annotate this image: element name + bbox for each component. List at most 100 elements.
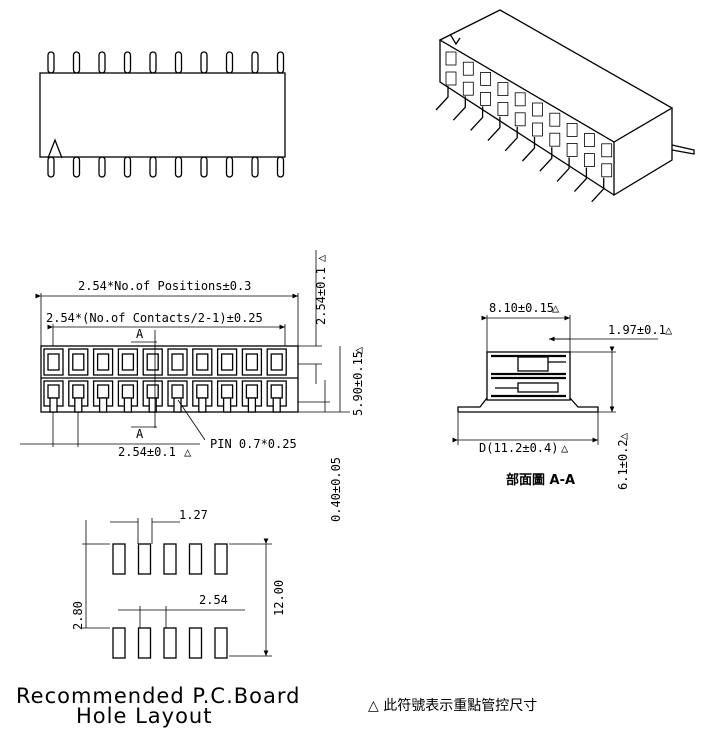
iso-lower-slot <box>497 102 509 116</box>
pcb-pad-top <box>188 543 203 575</box>
top-pin <box>123 51 132 74</box>
pcb-title-line1: Recommended P.C.Board <box>16 684 300 708</box>
pcb-pad-bottom <box>137 627 152 659</box>
lower-contact <box>245 384 259 399</box>
overall-width-label: D(11.2±0.4) <box>479 441 558 455</box>
iso-lower-slot <box>480 92 492 106</box>
pad-spacing-label: 2.54 <box>199 593 228 607</box>
iso-leg <box>556 157 570 182</box>
upper-cell <box>266 348 287 376</box>
iso-upper-slot <box>584 133 595 148</box>
upper-cell <box>142 348 163 376</box>
pcb-layout: 12.00 2.80 1.27 2.54 Recommended P.C.Boa… <box>16 508 300 728</box>
front-pin <box>247 397 257 413</box>
pitch-label: 2.54±0.1 <box>118 445 176 459</box>
upper-cell <box>117 348 139 376</box>
top-pin <box>149 51 157 74</box>
iso-upper-slot <box>480 72 492 86</box>
pitch-symbol: △ <box>184 445 192 459</box>
iso-lower-slot <box>462 81 474 96</box>
upper-contact <box>121 353 135 371</box>
lower-contact <box>72 384 85 399</box>
front-pin <box>222 397 232 413</box>
row-spacing-label: 2.54±0.1 <box>314 267 328 325</box>
upper-cell <box>216 348 238 376</box>
pcb-title-line2: Hole Layout <box>76 704 212 728</box>
iso-leg <box>504 126 518 152</box>
bottom-pin <box>200 156 208 178</box>
iso-leg <box>539 147 553 172</box>
iso-upper-slot <box>566 123 578 137</box>
lower-contact <box>270 384 283 399</box>
iso-upper-slot <box>514 92 526 107</box>
top-pin <box>200 51 208 74</box>
upper-contact <box>146 353 159 371</box>
section-width-top-label: 8.10±0.15 <box>489 301 554 315</box>
bottom-pin <box>123 156 132 178</box>
upper-cell <box>241 348 263 376</box>
total-length-label: 2.54*No.of Positions±0.3 <box>78 279 251 293</box>
iso-leg <box>470 106 484 131</box>
iso-lower-slot <box>566 142 578 157</box>
row-gap-label: 2.80 <box>71 601 85 630</box>
top-pin <box>225 51 234 74</box>
upper-contact <box>245 353 259 371</box>
front-pin <box>148 397 157 413</box>
bottom-pin <box>174 156 183 178</box>
section-marker-bottom: A <box>136 427 144 441</box>
upper-cell <box>167 348 188 376</box>
section-title: 部面圖 A-A <box>506 472 575 488</box>
pitch-span-label: 2.54*(No.of Contacts/2-1)±0.25 <box>46 311 263 325</box>
upper-cell <box>68 348 89 376</box>
iso-lower-slot <box>445 71 457 86</box>
iso-leg <box>435 86 449 111</box>
section-offset-label: 1.97±0.1 <box>608 323 666 337</box>
top-pin <box>72 51 81 74</box>
iso-upper-slot <box>497 82 509 96</box>
pcb-pad-bottom <box>112 627 126 659</box>
front-view: 2.54*No.of Positions±0.3 2.54*(No.of Con… <box>20 250 365 522</box>
lower-contact <box>220 384 234 399</box>
iso-lower-slot <box>601 163 613 178</box>
pcb-pad-bottom <box>188 627 203 659</box>
pcb-pad-top <box>137 543 152 575</box>
lower-contact <box>146 384 159 399</box>
iso-leg <box>522 137 536 162</box>
lower-contact <box>121 384 135 399</box>
upper-contact <box>196 353 209 371</box>
upper-contact <box>171 353 184 371</box>
pcb-pad-bottom <box>163 627 177 659</box>
iso-upper-slot <box>549 112 561 127</box>
isometric-view <box>435 9 695 203</box>
top-view <box>39 51 286 178</box>
iso-upper-slot <box>601 143 613 158</box>
control-dimension-note: △ 此符號表示重點管控尺寸 <box>368 698 537 714</box>
section-width-top-symbol: △ <box>552 301 560 315</box>
iso-upper-slot <box>445 51 457 66</box>
overall-width-symbol: △ <box>561 441 569 455</box>
body-height-symbol: △ <box>351 346 365 354</box>
iso-upper-slot <box>532 102 543 117</box>
front-pin <box>173 397 182 413</box>
upper-cell <box>192 348 213 376</box>
iso-lower-slot <box>549 132 561 147</box>
bottom-pin <box>251 156 259 178</box>
top-pin <box>98 51 106 74</box>
iso-upper-slot <box>462 61 474 76</box>
upper-contact <box>72 353 85 371</box>
pcb-pad-top <box>163 543 177 575</box>
lower-contact <box>47 384 60 399</box>
section-height-symbol: △ <box>616 432 630 440</box>
iso-leg <box>573 167 588 193</box>
pin1-marker <box>47 138 63 159</box>
section-view: 8.10±0.15 △ 1.97±0.1 △ D(11.2±0.4) △ 6.1… <box>452 301 673 490</box>
top-pin <box>174 51 183 74</box>
iso-leg <box>487 116 501 142</box>
row-distance-label: 12.00 <box>272 580 286 616</box>
lower-contact <box>96 384 110 399</box>
lower-contact <box>171 384 184 399</box>
top-pin <box>47 51 55 74</box>
section-offset-symbol: △ <box>665 323 673 337</box>
lower-contact <box>196 384 209 399</box>
